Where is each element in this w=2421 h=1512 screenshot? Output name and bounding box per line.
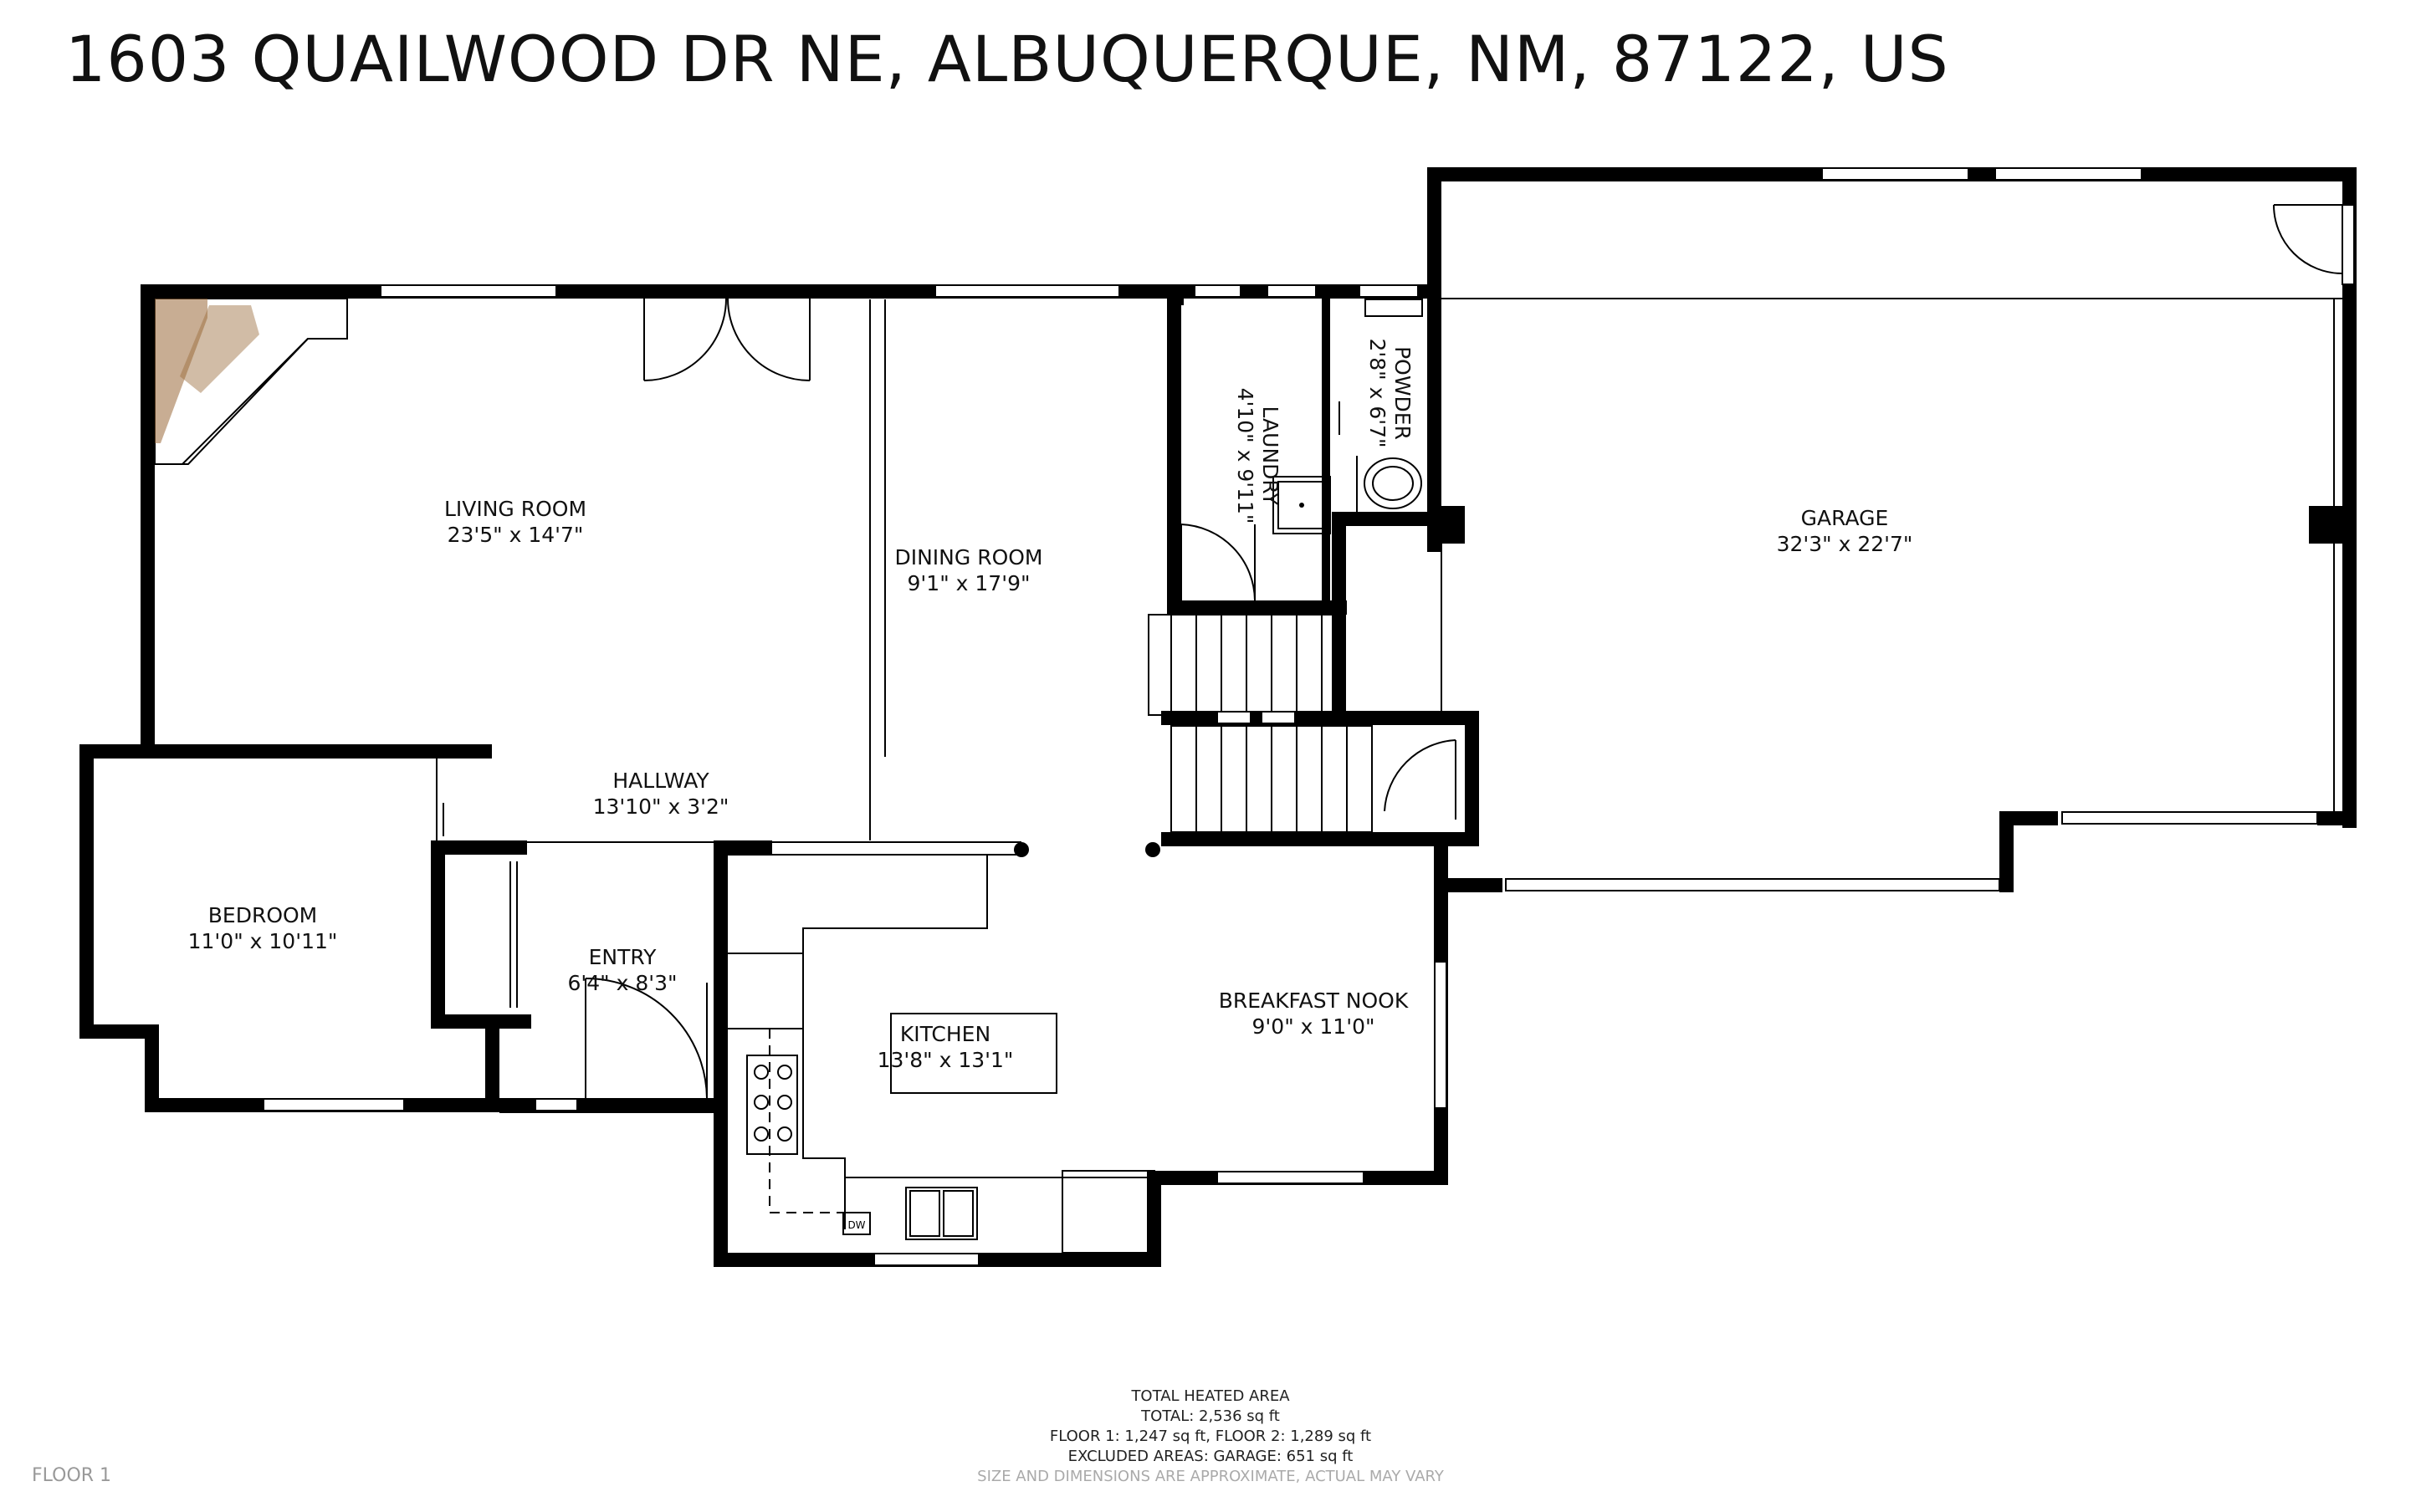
living-room-dim: 23'5" x 14'7": [448, 523, 584, 547]
bedroom-name: BEDROOM: [208, 903, 318, 927]
room-labels: LIVING ROOM 23'5" x 14'7" DINING ROOM 9'…: [188, 338, 1913, 1072]
interior-lines: DW: [154, 204, 2343, 1254]
kitchen-dim: 13'8" x 13'1": [878, 1048, 1014, 1072]
summary-excluded: EXCLUDED AREAS: GARAGE: 651 sq ft: [1067, 1448, 1354, 1465]
entry-dim: 6'4" x 8'3": [567, 971, 677, 995]
dining-room-name: DINING ROOM: [894, 545, 1042, 570]
hallway-name: HALLWAY: [612, 769, 709, 793]
floor-label: FLOOR 1: [32, 1465, 112, 1486]
breakfast-nook-name: BREAKFAST NOOK: [1219, 988, 1409, 1013]
dining-room-dim: 9'1" x 17'9": [908, 571, 1031, 595]
powder-dim: 2'8" x 6'7": [1365, 338, 1390, 447]
powder-name: POWDER: [1390, 346, 1415, 440]
property-address: 1603 QUAILWOOD DR NE, ALBUQUERQUE, NM, 8…: [65, 22, 1949, 96]
windows: [263, 167, 2355, 1266]
summary-total: TOTAL: 2,536 sq ft: [1141, 1407, 1280, 1425]
garage-name: GARAGE: [1801, 506, 1889, 530]
hallway-dim: 13'10" x 3'2": [593, 794, 729, 819]
kitchen-name: KITCHEN: [900, 1022, 990, 1046]
entry-name: ENTRY: [589, 945, 658, 969]
laundry-dim: 4'10" x 9'11": [1233, 388, 1257, 524]
summary-heading: TOTAL HEATED AREA: [1131, 1387, 1290, 1405]
summary-floors: FLOOR 1: 1,247 sq ft, FLOOR 2: 1,289 sq …: [1049, 1428, 1372, 1445]
bedroom-dim: 11'0" x 10'11": [188, 929, 338, 953]
dishwasher-label: DW: [847, 1219, 865, 1231]
disclaimer: SIZE AND DIMENSIONS ARE APPROXIMATE, ACT…: [977, 1468, 1444, 1485]
garage-dim: 32'3" x 22'7": [1777, 532, 1913, 556]
breakfast-nook-dim: 9'0" x 11'0": [1252, 1014, 1375, 1039]
living-room-name: LIVING ROOM: [444, 497, 586, 521]
area-summary: TOTAL HEATED AREA TOTAL: 2,536 sq ft FLO…: [0, 1387, 2421, 1467]
laundry-name: LAUNDRY: [1258, 406, 1282, 507]
